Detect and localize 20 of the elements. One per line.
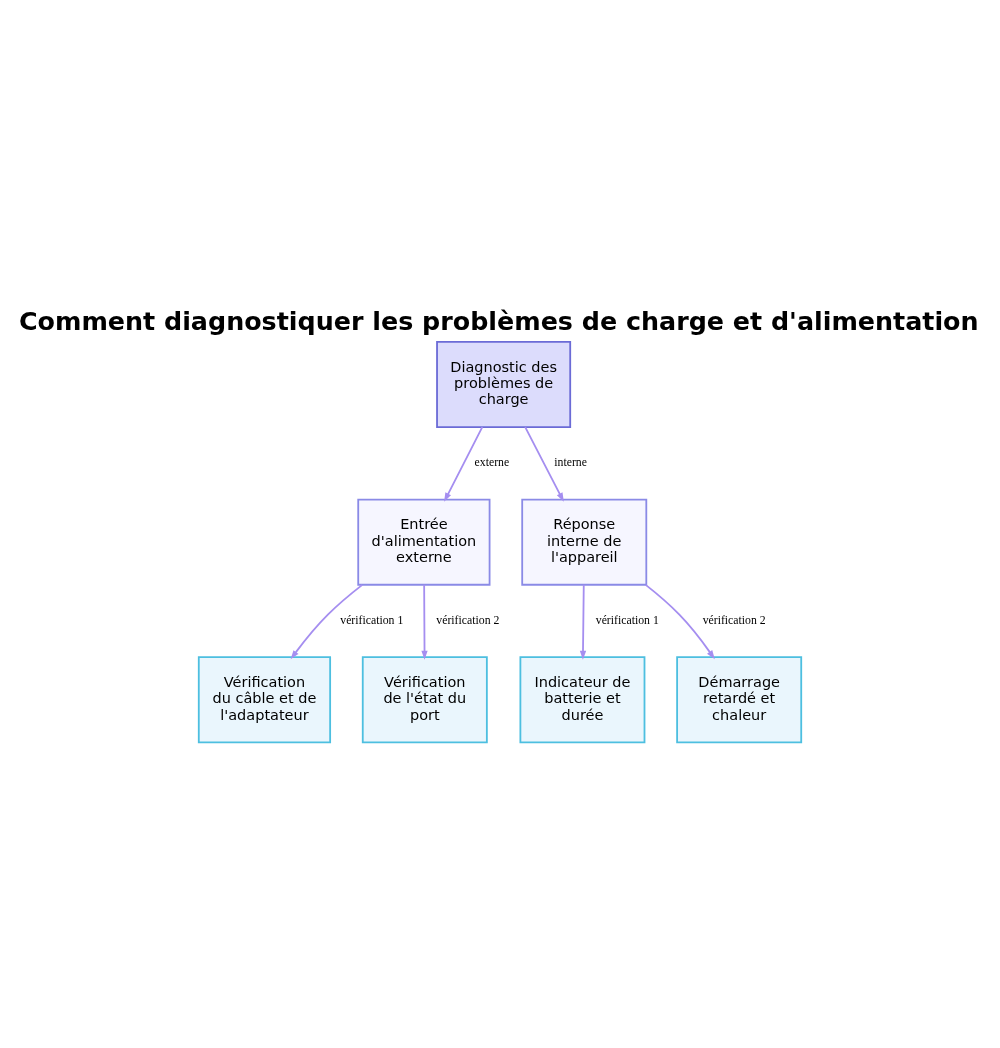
- arrow: [421, 583, 428, 660]
- edge-label: interne: [554, 455, 587, 469]
- node-box: Vérification du câble et de l'adaptateur: [197, 655, 332, 743]
- node-box: Vérification de l'état du port: [361, 655, 488, 743]
- arrow: [524, 425, 564, 502]
- arrow: [579, 583, 587, 660]
- edge-label: vérification 2: [436, 613, 500, 627]
- edge-label: externe: [474, 455, 510, 469]
- arrow: [644, 583, 715, 659]
- node-box: Indicateur de batterie et durée: [519, 655, 646, 743]
- arrow: [290, 583, 364, 659]
- node-box: Diagnostic des problèmes de charge: [436, 340, 572, 428]
- diagram-title: Comment diagnostiquer les problèmes de charge et d'alimentation: [18, 305, 979, 336]
- arrow: [444, 425, 484, 502]
- node-box: Démarrage retardé et chaleur: [676, 655, 803, 743]
- edge-label: vérification 2: [702, 613, 766, 627]
- edge-label: vérification 1: [595, 613, 659, 627]
- node-box: Réponse interne de l'appareil: [521, 498, 648, 586]
- edge-label: vérification 1: [340, 613, 404, 627]
- node-box: Entrée d'alimentation externe: [357, 498, 491, 586]
